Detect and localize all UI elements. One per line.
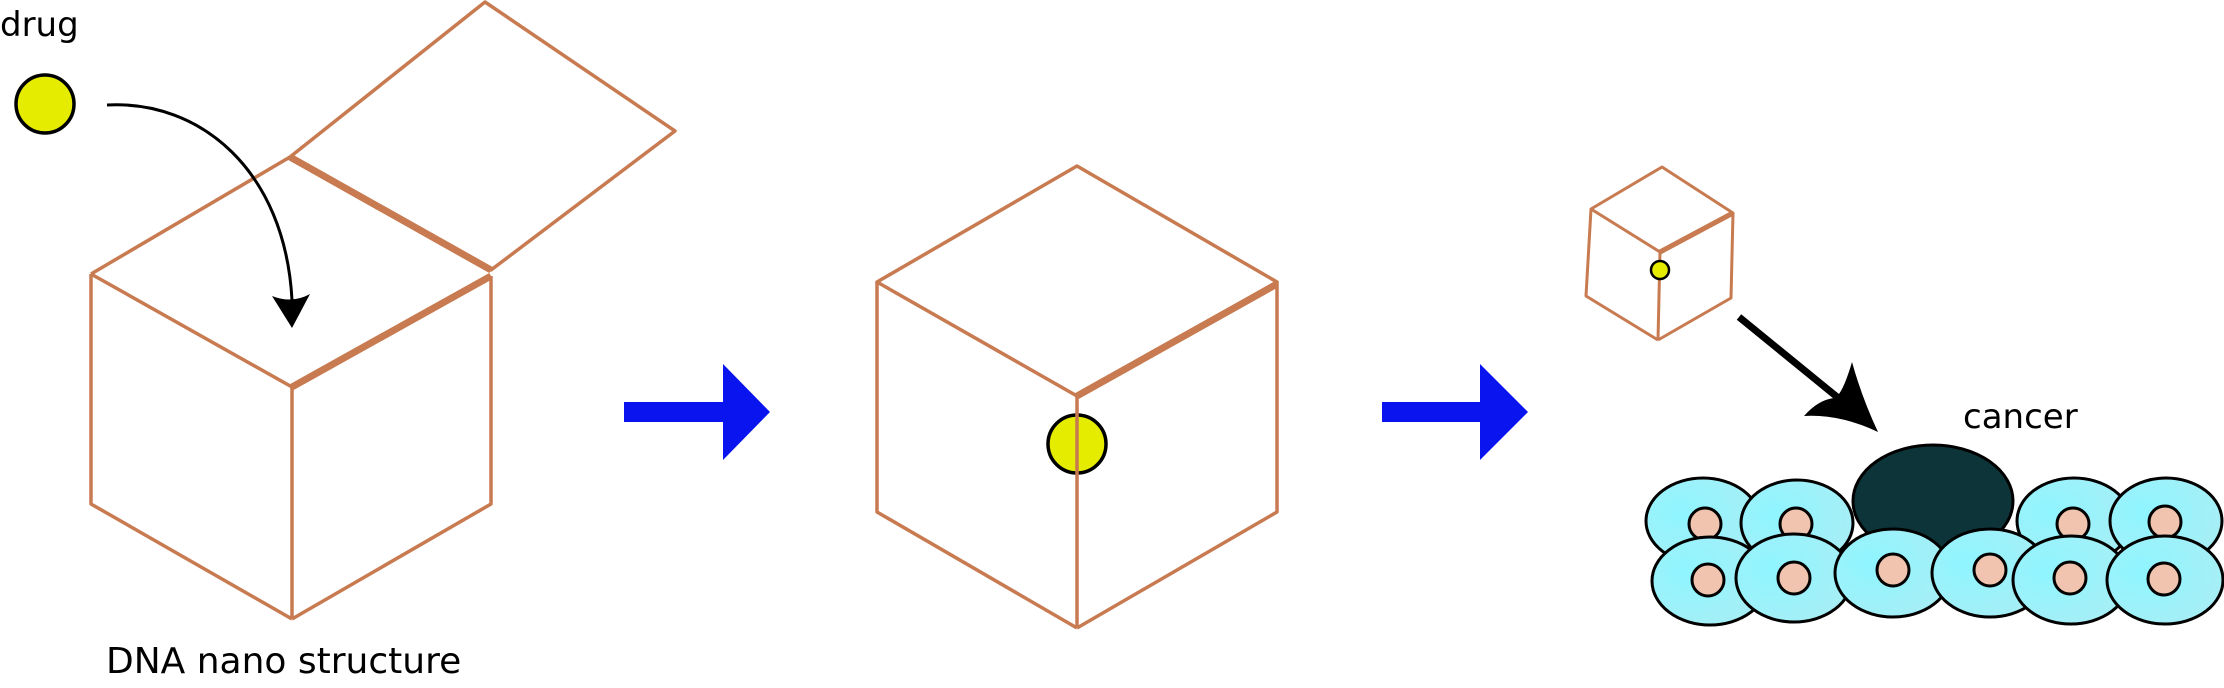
- closed-dna-cube: [875, 164, 1279, 630]
- cube-top-front-right-edge: [290, 272, 493, 391]
- cube-top-left-edge: [90, 155, 291, 276]
- right-arrow-icon: [1382, 364, 1528, 460]
- drug-sphere-icon: [14, 73, 76, 135]
- normal-cell: [2105, 534, 2224, 626]
- cube-top-front-left-edge: [90, 272, 293, 389]
- normal-cell: [1833, 527, 1953, 619]
- cube-top-right-edge: [288, 153, 493, 274]
- cube-lid: [288, 0, 677, 272]
- cube-top-face: [875, 164, 1279, 398]
- delivery-arrow-icon: [1736, 314, 1878, 432]
- open-dna-cube: [89, 0, 677, 621]
- normal-cell: [1734, 532, 1854, 624]
- right-arrow-icon: [624, 364, 770, 460]
- cube-left-face: [89, 274, 293, 621]
- drug-sphere-icon: [1649, 259, 1671, 281]
- insert-curve-arrow-icon: [106, 103, 310, 328]
- cell-cluster: [1644, 443, 2224, 627]
- small-dna-cube: [1584, 165, 1735, 342]
- structure-label: DNA nano structure: [106, 641, 461, 682]
- cube-right-face: [291, 276, 493, 621]
- drug-label: drug: [0, 5, 79, 45]
- cancer-label: cancer: [1963, 397, 2078, 437]
